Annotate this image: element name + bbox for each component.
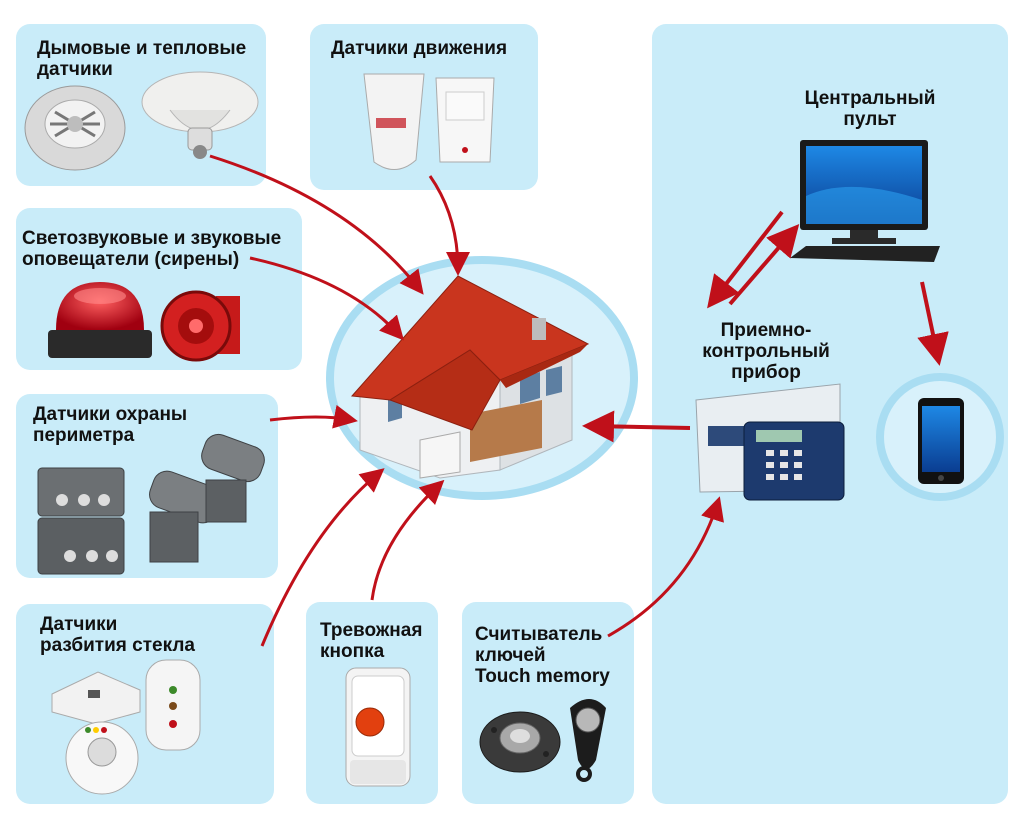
arrow-panel-to-console xyxy=(728,223,800,306)
label-touch-memory: Считыватель ключей Touch memory xyxy=(475,624,610,687)
arrow-perimeter-to-house xyxy=(269,404,358,429)
smartphone-icon xyxy=(918,398,964,484)
arrow-motion-to-house xyxy=(428,175,470,276)
touch-memory-reader-icon xyxy=(479,699,606,782)
label-glass-break: Датчики разбития стекла xyxy=(40,614,195,656)
label-central-console: Центральный пульт xyxy=(804,88,936,130)
arrow-glass-to-house xyxy=(260,468,385,647)
smoke-detector-icon xyxy=(24,85,126,171)
label-control-panel: Приемно- контрольный прибор xyxy=(702,320,830,383)
flow-arrows xyxy=(209,154,949,647)
arrow-smoke-to-house xyxy=(209,154,424,295)
panel-touch-memory xyxy=(462,602,634,804)
label-motion: Датчики движения xyxy=(331,38,508,59)
arrow-panel-to-house xyxy=(582,410,691,443)
perimeter-sensor-icon xyxy=(37,433,265,575)
label-sirens: Светозвуковые и звуковые оповещатели (си… xyxy=(22,228,282,270)
label-perimeter: Датчики охраны периметра xyxy=(33,404,188,446)
house-icon xyxy=(350,275,590,479)
arrow-console-to-phone xyxy=(917,281,949,366)
panel-motion xyxy=(310,24,538,190)
glass-break-sensor-icon xyxy=(51,659,201,795)
panic-button-icon xyxy=(345,667,411,787)
strobe-siren-icon xyxy=(48,282,152,358)
label-smoke-heat: Дымовые и тепловые датчики xyxy=(37,38,247,80)
arrow-touch-to-panel xyxy=(607,496,724,638)
heat-detector-icon xyxy=(141,71,259,159)
computer-icon xyxy=(790,140,940,262)
arrow-panic-to-house xyxy=(370,479,445,601)
horn-siren-icon xyxy=(160,290,240,362)
control-panel-icon xyxy=(695,383,845,501)
motion-sensor-icon xyxy=(363,73,495,170)
arrow-sirens-to-house xyxy=(249,256,404,341)
label-panic-button: Тревожная кнопка xyxy=(320,620,423,662)
